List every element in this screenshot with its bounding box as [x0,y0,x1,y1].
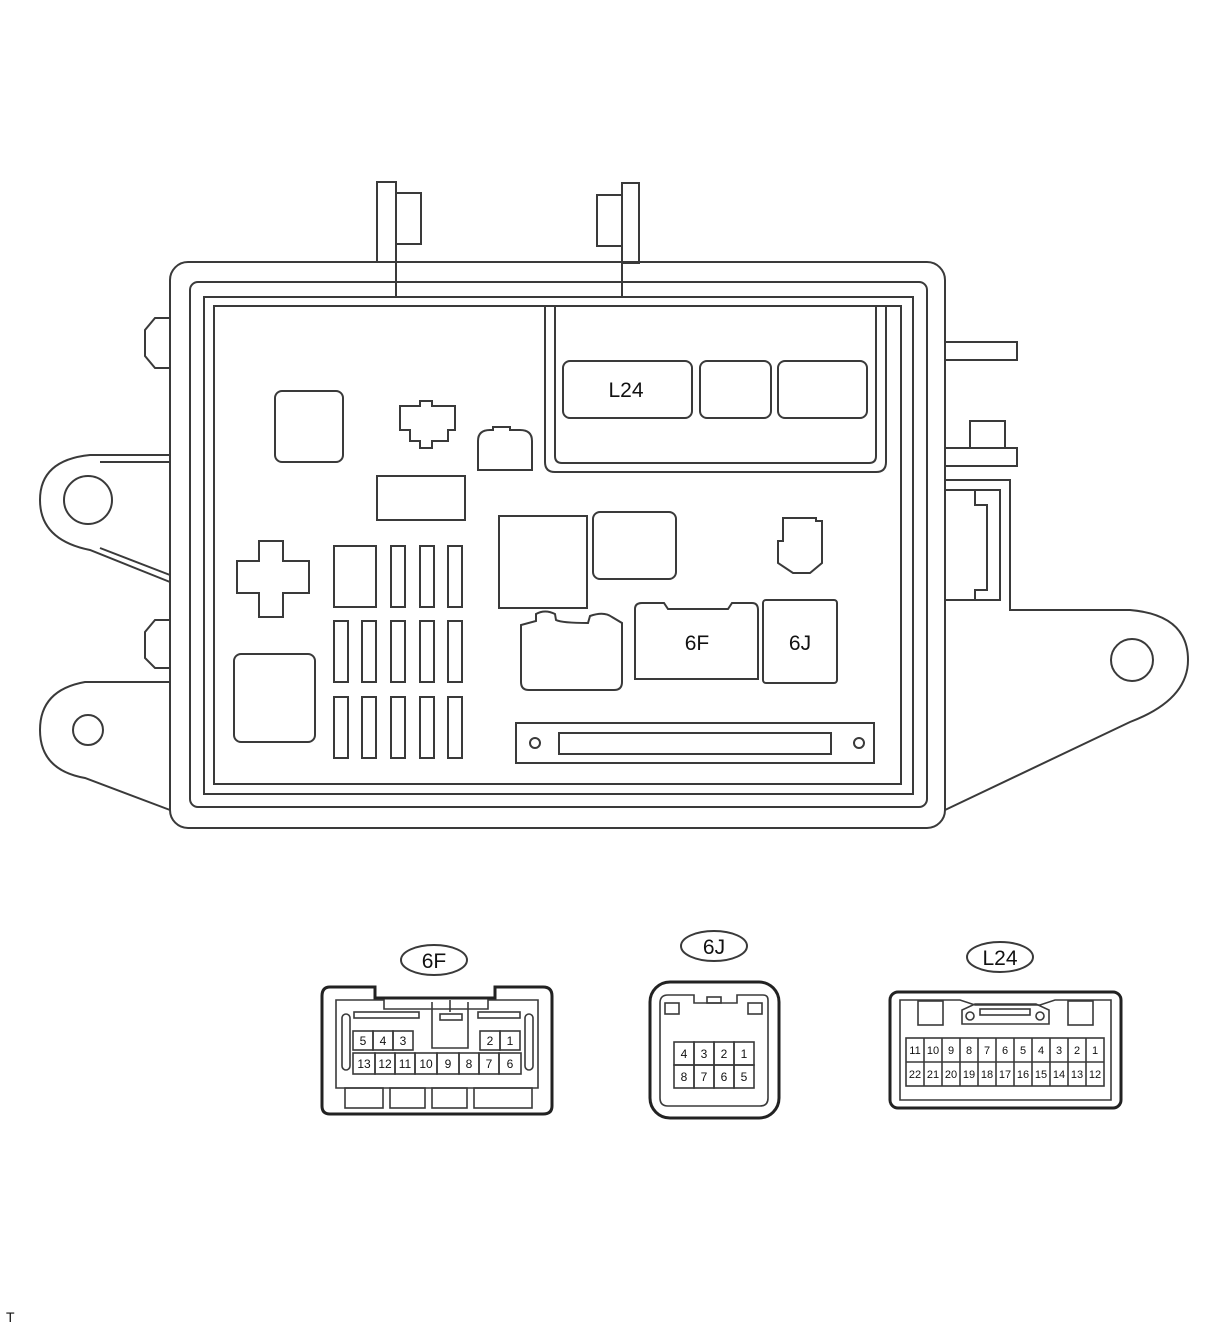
pin-label: 7 [486,1057,493,1071]
pin-label: 7 [701,1070,708,1084]
pin-label: 8 [466,1057,473,1071]
pin-label: 21 [927,1069,939,1081]
block-inner-frame [203,296,914,795]
relay-socket-center-right [592,511,677,580]
pin-label: 12 [378,1057,392,1071]
right-mounting-flange [944,479,1190,811]
connector-6f-housing [320,985,554,1116]
connector-6j-pins: 4 3 2 1 8 7 6 5 [673,1041,755,1089]
pin-label: 6 [507,1057,514,1071]
pin-label: 10 [419,1057,433,1071]
connector-l24-label-oval [966,941,1034,973]
block-frame [189,281,928,808]
pin-label: 2 [487,1034,494,1048]
relay-socket-top-left [274,390,344,463]
pin-label: 13 [357,1057,371,1071]
6f-socket: 6F [634,602,759,680]
connector-6f-bottom-keys [344,1087,533,1109]
right-upper-tab [945,341,1018,361]
pin-label: 4 [681,1047,688,1061]
connector-6j-label-oval [680,930,748,962]
l24-socket-label: L24 [608,379,643,402]
pin-label: 11 [399,1057,412,1071]
pin-label: 14 [1053,1069,1065,1081]
pin-label: 8 [681,1070,688,1084]
connector-l24-pins: 11 10 9 8 7 6 5 4 3 2 1 22 21 20 19 18 1… [905,1037,1105,1087]
connector-l24: L24 11 10 9 8 7 6 5 4 [888,941,1123,1110]
pin-label: 5 [741,1070,748,1084]
pin-label: 5 [1020,1045,1026,1057]
left-lower-mounting-flange [38,681,171,811]
small-connector-socket [399,400,456,449]
connector-6f-top-pins: 5 4 3 2 1 [352,1030,521,1051]
pin-label: 1 [507,1034,514,1048]
pin-label: 6 [1002,1045,1008,1057]
right-middle-tab [945,420,1018,467]
pin-label: 20 [945,1069,957,1081]
pin-label: 13 [1071,1069,1083,1081]
6f-socket-label: 6F [685,632,710,655]
pin-label: 2 [721,1047,728,1061]
connector-6f-bottom-pins: 13 12 11 10 9 8 7 6 [352,1052,522,1075]
pin-label: 1 [1092,1045,1098,1057]
connector-6f-label: 6F [422,950,447,973]
pin-label: 18 [981,1069,993,1081]
top-left-pin [376,181,422,297]
rectangular-socket [376,475,466,521]
cross-shaped-socket [236,540,310,618]
pin-label: 4 [1038,1045,1044,1057]
pin-label: 5 [360,1034,367,1048]
pin-label: 7 [984,1045,990,1057]
socket-b [699,360,772,419]
pin-label: 10 [927,1045,939,1057]
left-lower-tab [144,619,170,669]
pin-label: 9 [445,1057,452,1071]
pin-label: 6 [721,1070,728,1084]
connector-6f: 6F 5 4 3 2 1 [320,944,554,1116]
connector-6j-label: 6J [703,936,725,959]
pin-label: 8 [966,1045,972,1057]
pin-label: 4 [380,1034,387,1048]
6j-socket: 6J [762,599,838,684]
connector-l24-label: L24 [982,947,1017,970]
block-panel [213,305,902,785]
connector-6f-label-oval [400,944,468,976]
plug-socket-bottom [520,610,623,691]
6j-socket-label: 6J [789,632,811,655]
pin-label: 22 [909,1069,921,1081]
pin-label: 1 [741,1047,748,1061]
connector-recess-area [544,306,887,473]
footer-mark: T [6,1309,15,1325]
relay-socket-center [498,515,588,609]
square-relay-socket [333,545,377,608]
pin-label: 15 [1035,1069,1047,1081]
pin-label: 2 [1074,1045,1080,1057]
connector-6j-housing [648,980,781,1120]
pin-label: 17 [999,1069,1011,1081]
pin-label: 12 [1089,1069,1101,1081]
connector-6j: 6J 4 3 2 1 8 7 6 5 [648,930,781,1120]
left-upper-mounting-flange [38,454,171,583]
pin-label: 9 [948,1045,954,1057]
bottom-long-connector [515,722,875,764]
fuse-slots [333,545,463,759]
pin-label: 11 [909,1045,920,1057]
pin-label: 3 [400,1034,407,1048]
large-relay-socket [233,653,316,743]
small-plug-socket [477,426,533,471]
pin-label: 16 [1017,1069,1029,1081]
block-outer-housing [169,261,946,829]
socket-c [777,360,868,419]
l24-socket: L24 [562,360,693,419]
pin-label: 3 [1056,1045,1062,1057]
left-upper-tab [144,317,170,369]
connector-l24-housing [888,990,1123,1110]
top-middle-pin [596,182,640,297]
small-plug-socket-right [777,517,823,574]
pin-label: 19 [963,1069,975,1081]
pin-label: 3 [701,1047,708,1061]
junction-block: L24 [38,181,1190,829]
